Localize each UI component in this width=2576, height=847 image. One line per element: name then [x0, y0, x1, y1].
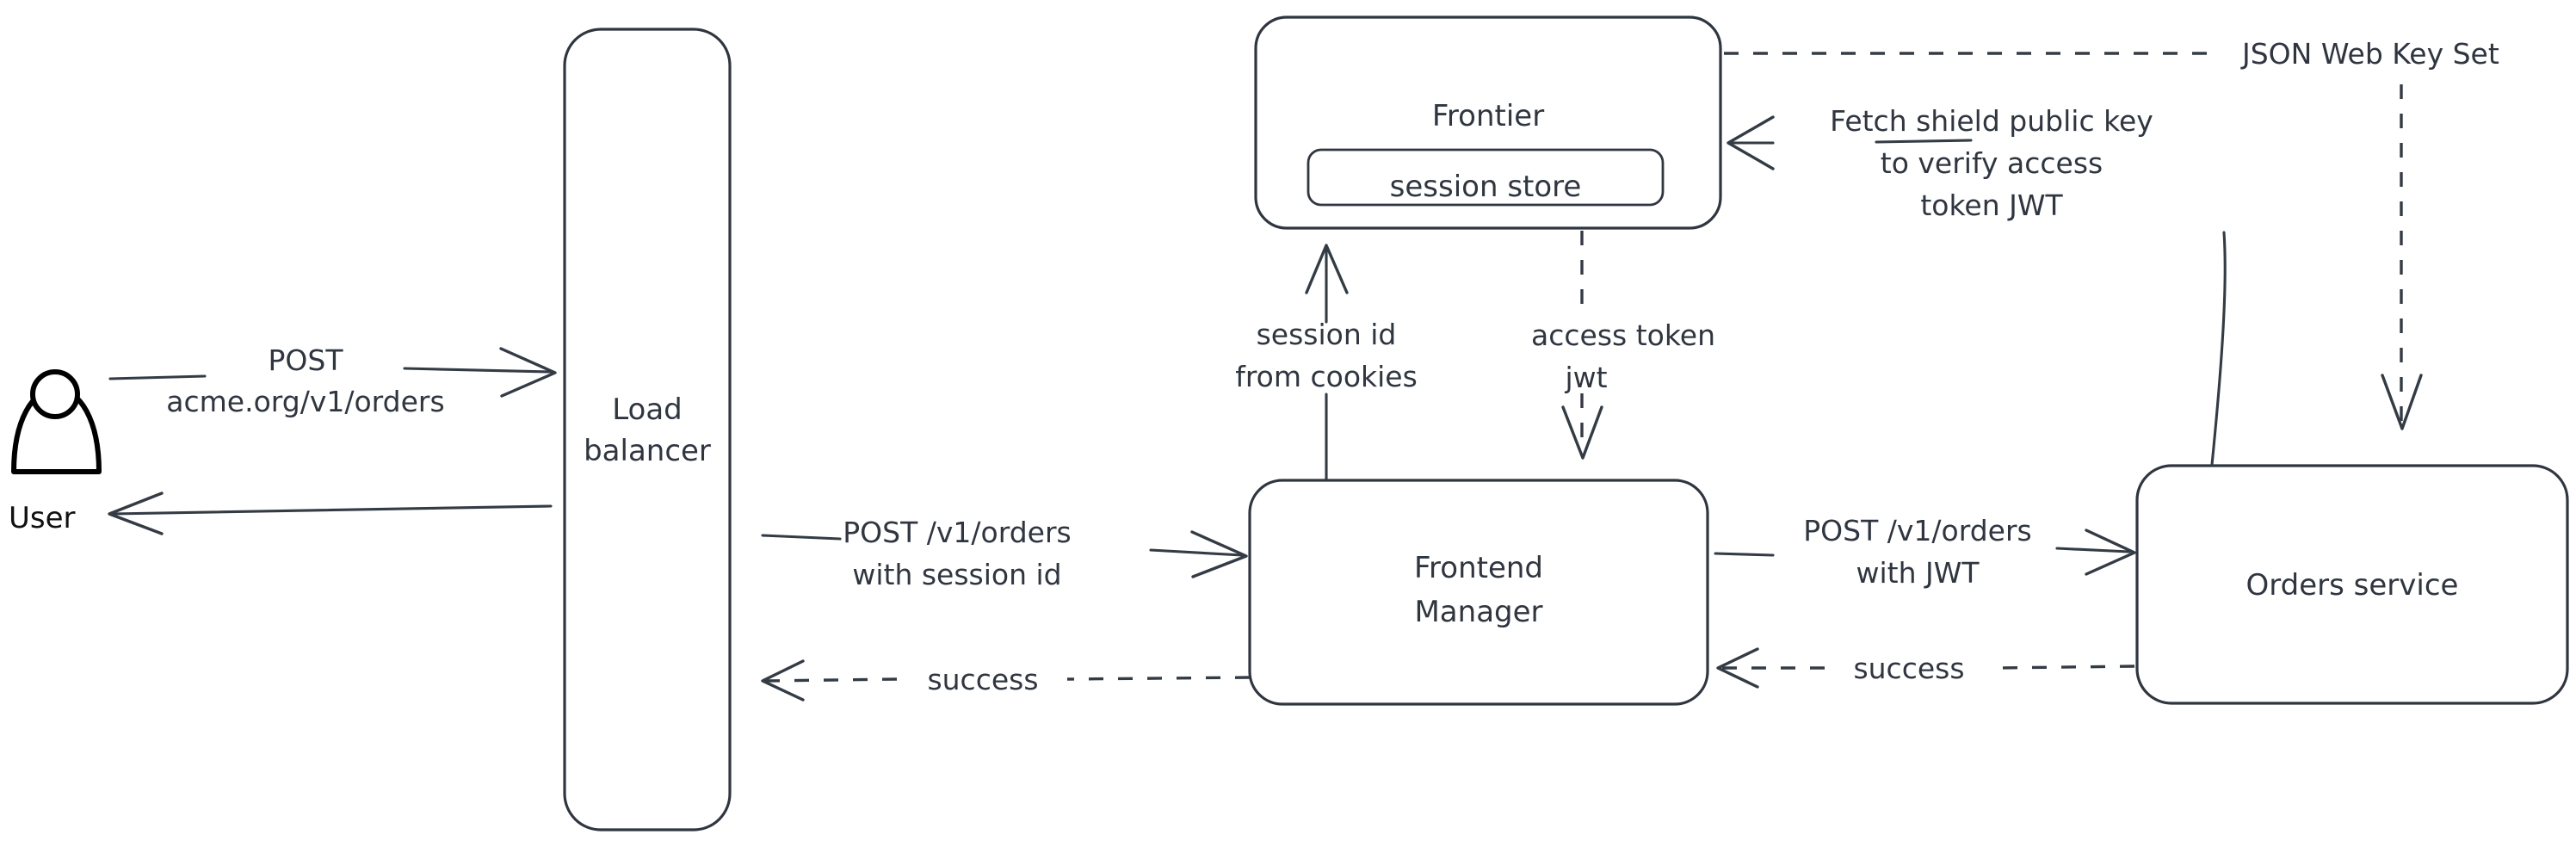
session-store-label: session store [1390, 170, 1582, 204]
edge-orders-service-to-frontend-manager-success[interactable]: success [1716, 647, 2135, 689]
edge-frontend-manager-to-load-balancer-success[interactable]: success [761, 659, 1251, 702]
edge-orders-to-frontier-label-line-3: token JWT [1920, 189, 2063, 222]
edge-frontier-to-orders-service-jwks[interactable]: JSON Web Key Set [1724, 37, 2499, 430]
edge-orders-service-to-frontier-fetch[interactable]: Fetch shield public key to verify access… [1727, 104, 2227, 467]
frontend-manager-label-line-1: Frontend [1414, 551, 1543, 585]
edge-fm-to-orders-label-line-1: POST /v1/orders [1803, 514, 2031, 547]
edge-fm-to-frontier-label-line-2: from cookies [1235, 360, 1418, 393]
orders-service-label: Orders service [2246, 568, 2459, 603]
frontier-label: Frontier [1432, 99, 1544, 133]
frontend-manager-shape [1248, 479, 1709, 706]
edge-lb-to-fm-label-line-2: with session id [852, 558, 1061, 591]
load-balancer-shape [563, 28, 732, 832]
edge-fm-to-lb-success-label: success [927, 663, 1038, 696]
node-frontier[interactable]: Frontier session store [1254, 15, 1722, 230]
node-session-store[interactable]: session store [1307, 148, 1665, 207]
orders-service-shape [2135, 464, 2569, 705]
edge-frontend-manager-to-frontier[interactable]: session id from cookies [1235, 244, 1418, 480]
edge-fm-to-orders-label-line-2: with JWT [1856, 556, 1980, 590]
edge-lb-to-fm-label-line-1: POST /v1/orders [843, 516, 1071, 549]
node-load-balancer[interactable]: Load balancer [563, 28, 732, 832]
node-frontend-manager[interactable]: Frontend Manager [1248, 479, 1709, 706]
edge-orders-to-frontier-label-line-1: Fetch shield public key [1830, 104, 2153, 138]
person-icon [11, 369, 102, 474]
edge-load-balancer-to-frontend-manager[interactable]: POST /v1/orders with session id [761, 516, 1248, 591]
edge-frontend-manager-to-orders-service[interactable]: POST /v1/orders with JWT [1714, 514, 2136, 590]
load-balancer-label-line-2: balancer [584, 434, 711, 468]
edge-orders-to-frontier-label-line-2: to verify access [1881, 146, 2103, 180]
edge-frontier-to-frontend-manager[interactable]: access token jwt [1531, 231, 1715, 460]
edge-frontier-to-fm-label-line-2: jwt [1564, 361, 1607, 394]
edge-frontier-to-fm-label-line-1: access token [1531, 318, 1715, 352]
edge-frontier-to-orders-jwks-label: JSON Web Key Set [2240, 37, 2499, 71]
session-store-shape [1307, 148, 1665, 207]
edge-fm-to-frontier-label-line-1: session id [1257, 318, 1397, 351]
edge-user-to-lb-label-line-1: POST [269, 343, 344, 377]
node-orders-service[interactable]: Orders service [2135, 464, 2569, 705]
user-actor[interactable]: User [9, 369, 102, 535]
edge-load-balancer-to-user[interactable] [108, 492, 553, 535]
frontend-manager-label-line-2: Manager [1414, 595, 1542, 629]
user-actor-label: User [9, 501, 76, 535]
edge-user-to-lb-label-line-2: acme.org/v1/orders [166, 385, 444, 418]
edge-user-to-load-balancer[interactable]: POST acme.org/v1/orders [108, 343, 557, 418]
edge-orders-to-fm-success-label: success [1853, 652, 1964, 685]
load-balancer-label-line-1: Load [612, 393, 683, 427]
